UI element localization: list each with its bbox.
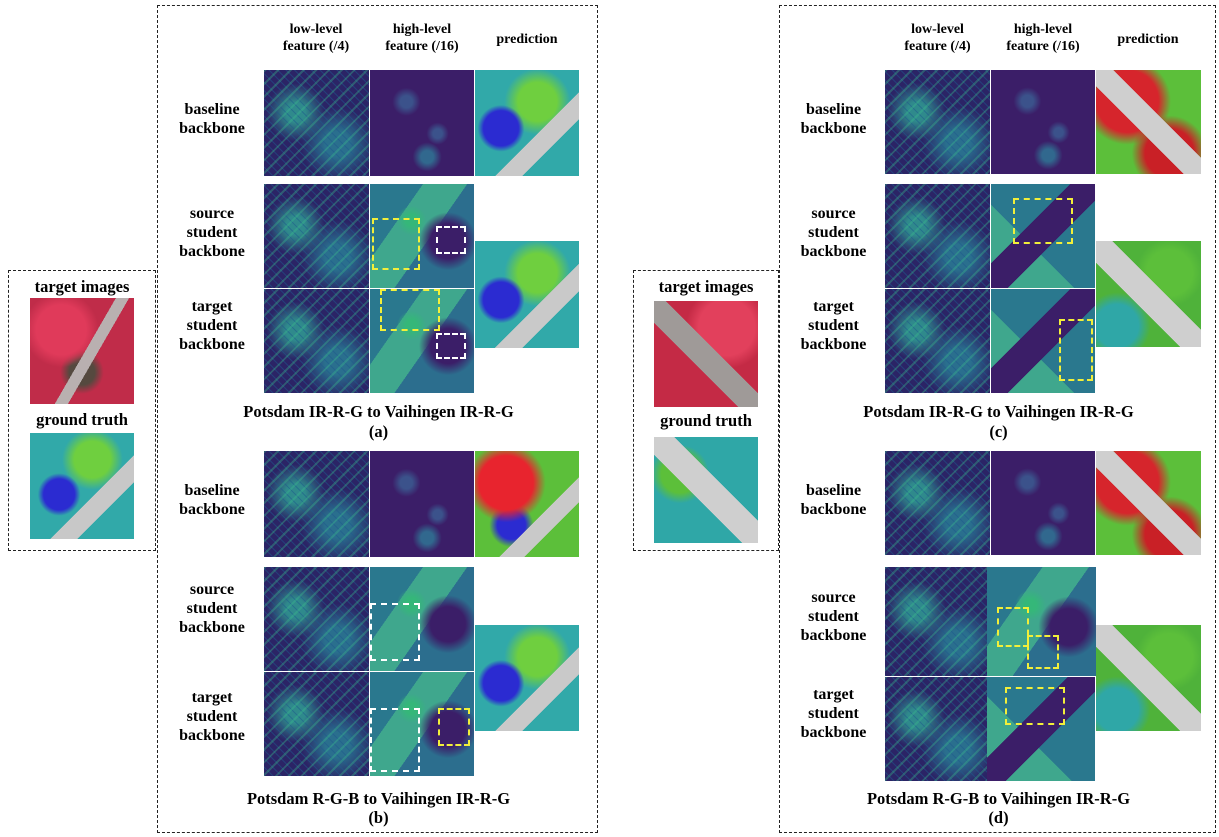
feature-low-baseline-a: [264, 70, 369, 176]
feature-high-baseline-a: [370, 70, 474, 176]
feature-low-source-d: [885, 567, 990, 676]
left-ground-truth-image: [30, 433, 134, 539]
row-label-source-b: source student backbone: [179, 581, 245, 636]
left-target-image: [30, 298, 134, 404]
panel-label-d: (d): [988, 808, 1009, 827]
row-label-target-c: target student backbone: [800, 298, 867, 353]
prediction-baseline-a: [475, 70, 579, 176]
row-label-target-b: target student backbone: [179, 689, 245, 744]
right-target-panel: [633, 270, 779, 551]
row-label-target-a: target student backbone: [179, 298, 245, 353]
highlight-box-yellow: [1059, 319, 1093, 381]
highlight-box-yellow: [438, 708, 470, 746]
row-label-baseline-c: baseline backbone: [800, 101, 867, 137]
feature-high-source-b: [370, 567, 474, 671]
row-label-target-d: target student backbone: [800, 686, 867, 741]
panel-label-c: (c): [989, 422, 1008, 441]
left-main-panel: [157, 5, 598, 833]
prediction-baseline-d: [1096, 451, 1201, 555]
row-label-source-c: source student backbone: [800, 205, 867, 260]
caption-d: Potsdam R-G-B to Vaihingen IR-R-G: [866, 789, 1131, 808]
prediction-baseline-c: [1096, 70, 1201, 174]
panel-label-a: (a): [368, 422, 389, 441]
right-ground-truth-label: ground truth: [660, 411, 752, 430]
feature-high-source-a: [370, 184, 474, 288]
header-low-level-a: low-level feature (/4): [282, 22, 350, 54]
header-prediction-a: prediction: [496, 32, 558, 47]
feature-high-baseline-b: [370, 451, 474, 557]
feature-high-baseline-c: [991, 70, 1095, 174]
feature-low-source-b: [264, 567, 369, 671]
feature-high-baseline-d: [991, 451, 1095, 555]
highlight-box-yellow: [380, 289, 440, 331]
feature-high-target-c: [991, 289, 1095, 393]
right-main-panel: [779, 5, 1216, 833]
right-ground-truth-image: [654, 437, 758, 543]
left-ground-truth-label: ground truth: [36, 410, 128, 429]
feature-high-target-d: [987, 677, 1095, 781]
header-high-level-a: high-level feature (/16): [385, 22, 459, 54]
feature-low-baseline-b: [264, 451, 369, 557]
feature-high-source-d: [987, 567, 1096, 676]
feature-low-target-c: [885, 289, 990, 393]
header-low-level-c: low-level feature (/4): [904, 22, 971, 54]
prediction-student-c: [1096, 241, 1201, 347]
row-label-baseline-d: baseline backbone: [800, 482, 867, 518]
left-target-images-label: target images: [34, 277, 130, 296]
row-label-baseline-b: baseline backbone: [179, 482, 245, 518]
left-target-panel: [8, 270, 156, 551]
feature-low-baseline-d: [885, 451, 990, 555]
highlight-box-yellow: [1027, 635, 1059, 669]
caption-a: Potsdam IR-R-G to Vaihingen IR-R-G: [243, 402, 514, 421]
feature-low-baseline-c: [885, 70, 990, 174]
highlight-box-white: [436, 333, 466, 359]
caption-b: Potsdam R-G-B to Vaihingen IR-R-G: [246, 789, 511, 808]
highlight-box-white: [370, 603, 420, 661]
highlight-box-yellow: [1013, 198, 1073, 244]
highlight-box-white: [370, 708, 420, 772]
header-prediction-c: prediction: [1117, 32, 1179, 47]
prediction-student-d: [1096, 625, 1201, 731]
feature-low-source-a: [264, 184, 369, 288]
row-label-baseline-a: baseline backbone: [179, 101, 245, 137]
header-high-level-c: high-level feature (/16): [1006, 22, 1080, 54]
row-label-source-a: source student backbone: [179, 205, 245, 260]
prediction-student-b: [475, 625, 579, 731]
feature-low-target-d: [885, 677, 989, 781]
caption-c: Potsdam IR-R-G to Vaihingen IR-R-G: [863, 402, 1134, 421]
prediction-baseline-b: [475, 451, 579, 557]
feature-low-source-c: [885, 184, 990, 288]
feature-low-target-b: [264, 672, 369, 776]
highlight-box-yellow: [1005, 687, 1065, 725]
feature-high-target-a: [370, 289, 474, 393]
highlight-box-yellow: [997, 607, 1029, 647]
feature-high-target-b: [370, 672, 474, 776]
prediction-student-a: [475, 241, 579, 348]
right-target-images-label: target images: [658, 277, 754, 296]
panel-label-b: (b): [368, 808, 389, 827]
right-target-image: [654, 301, 758, 407]
feature-high-source-c: [991, 184, 1095, 288]
highlight-box-white: [436, 226, 466, 254]
feature-low-target-a: [264, 289, 369, 393]
row-label-source-d: source student backbone: [800, 589, 867, 644]
highlight-box-yellow: [372, 218, 420, 270]
